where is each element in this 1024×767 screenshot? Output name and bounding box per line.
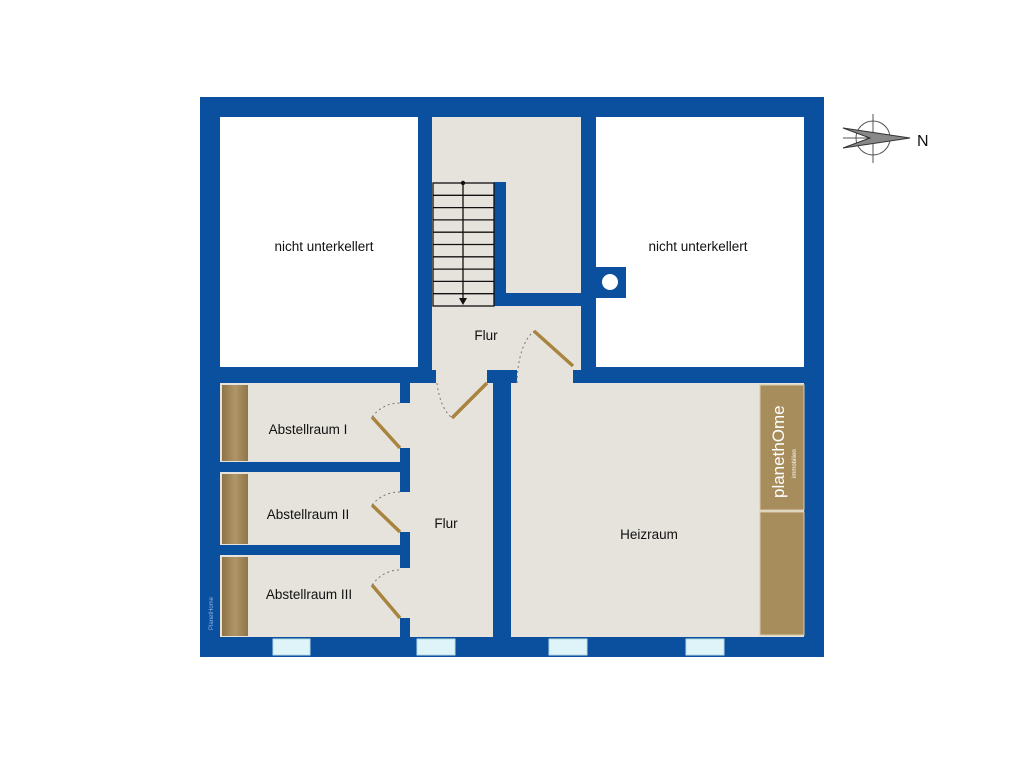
label-abstell-1: Abstellraum I — [269, 422, 348, 437]
compass-icon — [842, 114, 911, 163]
label-abstell-2: Abstellraum II — [267, 507, 350, 522]
label-top-left: nicht unterkellert — [274, 239, 373, 254]
room-abstell-1 — [220, 383, 400, 462]
windows — [272, 638, 725, 656]
watermark: PlanetHome — [209, 596, 215, 630]
room-abstell-3 — [220, 555, 400, 637]
room-abstell-2 — [220, 472, 400, 545]
stair-wall — [494, 182, 506, 306]
room-flur-lower — [410, 383, 493, 637]
room-heizraum — [511, 383, 804, 637]
compass-north-label: N — [917, 133, 929, 150]
planethome-logo-sub: immobilien — [792, 449, 798, 478]
shelf — [222, 385, 248, 461]
shelf — [222, 557, 248, 636]
wardrobe — [759, 511, 805, 636]
room-top-left — [220, 117, 418, 367]
room-top-right — [596, 117, 804, 367]
door-swings — [371, 330, 535, 586]
label-flur-lower: Flur — [434, 516, 458, 531]
stair-wall — [494, 293, 582, 306]
label-flur-upper: Flur — [474, 328, 498, 343]
chimney-flue-icon — [602, 274, 618, 290]
label-top-right: nicht unterkellert — [648, 239, 747, 254]
door-opening — [436, 365, 487, 385]
wardrobe — [759, 384, 805, 511]
shelf — [222, 474, 248, 544]
label-abstell-3: Abstellraum III — [266, 587, 352, 602]
planethome-logo: planethOme — [769, 405, 788, 498]
label-heizraum: Heizraum — [620, 527, 678, 542]
door-opening — [517, 365, 573, 385]
doors — [370, 329, 575, 620]
stair-hall-floor — [432, 117, 581, 370]
